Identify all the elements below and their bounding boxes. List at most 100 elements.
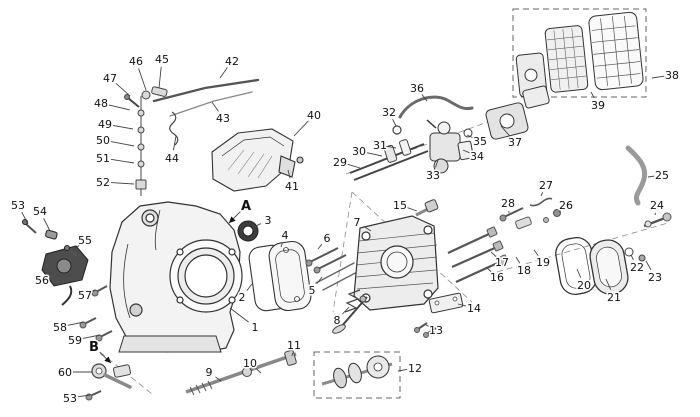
part-callout-42: 42: [219, 54, 241, 79]
leader-line: [112, 124, 134, 130]
governor-linkage: [124, 86, 179, 196]
part-callout-12: 12: [397, 361, 424, 377]
part-callout-18: 18: [516, 256, 533, 279]
part-callout-60: 60: [57, 365, 92, 381]
leader-line: [342, 306, 350, 315]
part-callout-40: 40: [293, 108, 323, 137]
leader-line: [576, 268, 582, 278]
leader-line: [590, 91, 595, 99]
leader-line: [630, 254, 634, 261]
plate-bolts: [414, 322, 437, 338]
leader-line: [540, 192, 544, 197]
part-callout-8: 8: [332, 306, 350, 329]
part-callout-36: 36: [409, 81, 428, 102]
arrowhead: [229, 216, 236, 223]
leader-line: [158, 66, 162, 89]
part-callout-38: 38: [651, 68, 681, 84]
part-callout-2: 2: [237, 283, 253, 306]
camshaft: [321, 355, 393, 389]
spark-plug: [415, 199, 439, 217]
part-callout-32: 32: [381, 105, 398, 127]
part-number: 55: [78, 234, 92, 247]
part-callout-9: 9: [204, 365, 222, 382]
intake-studs-and-gaskets: [349, 125, 429, 181]
part-number: 41: [285, 180, 299, 193]
leader-line: [397, 368, 408, 372]
part-callout-37: 37: [500, 125, 524, 151]
leader-line: [651, 75, 665, 79]
leader-line: [647, 175, 655, 178]
leader-line: [246, 283, 253, 291]
part-number: 51: [96, 152, 110, 165]
intake-elbow: [485, 85, 550, 140]
leader-line: [466, 134, 473, 139]
part-number: 29: [333, 156, 347, 169]
leader-line: [533, 249, 539, 256]
part-number: 27: [539, 179, 553, 192]
drain-bolts: [79, 285, 113, 401]
carburetor: [426, 119, 474, 174]
part-callout-45: 45: [154, 52, 171, 89]
part-number: 49: [98, 118, 112, 131]
part-number: 6: [324, 232, 331, 245]
crankcase: [109, 201, 243, 353]
leader-line: [211, 101, 219, 112]
part-number: 60: [58, 366, 72, 379]
part-number: 16: [490, 271, 504, 284]
part-callout-51: 51: [95, 151, 135, 167]
part-number: 38: [665, 69, 679, 82]
push-rods: [315, 262, 362, 291]
part-callout-17: 17: [490, 251, 511, 271]
part-callout-53: 53: [62, 391, 91, 407]
air-cleaner-cover: [588, 11, 644, 91]
air-cleaner-assembly: [515, 11, 644, 98]
crankcase-cover-and-gasket: [248, 240, 312, 312]
part-callout-56: 56: [34, 271, 53, 289]
part-callout-3: 3: [251, 213, 273, 229]
part-number: 56: [35, 274, 49, 287]
cover-washers: [624, 247, 646, 262]
leader-line: [293, 120, 309, 137]
cover-bolts: [305, 247, 347, 274]
part-callout-41: 41: [284, 169, 301, 195]
part-callout-19: 19: [533, 249, 552, 271]
part-number: 32: [382, 106, 396, 119]
leader-line: [490, 251, 497, 257]
air-cleaner-base: [515, 52, 548, 98]
cylinder-head-bolts: [447, 226, 509, 284]
part-number: 39: [591, 99, 605, 112]
part-callout-55: 55: [73, 233, 94, 251]
part-number: 52: [96, 176, 110, 189]
part-number: 23: [648, 271, 662, 284]
part-number: 40: [307, 109, 321, 122]
part-number: 53: [63, 392, 77, 405]
leader-line: [291, 352, 294, 357]
part-callout-52: 52: [95, 175, 135, 191]
leader-line: [219, 67, 228, 79]
leader-line: [110, 158, 135, 164]
part-callout-43: 43: [211, 101, 232, 127]
heat-shield: [211, 128, 304, 192]
part-callout-4: 4: [280, 228, 290, 248]
leader-line: [108, 104, 131, 111]
callout-layer: 1234567891011121314151617181920212223242…: [10, 52, 681, 407]
part-callout-31: 31: [372, 138, 397, 154]
leader-line: [110, 182, 135, 185]
leader-line: [435, 159, 439, 168]
part-number: 48: [94, 97, 108, 110]
part-callout-22: 22: [629, 254, 646, 276]
valve-cover-bolt: [643, 212, 672, 228]
part-callout-59: 59: [67, 333, 101, 349]
part-callout-1: 1: [229, 307, 260, 336]
guide-plate: [428, 292, 464, 314]
valve-cover: [589, 239, 629, 295]
leader-line: [347, 163, 361, 169]
part-number: 37: [508, 136, 522, 149]
leader-line: [366, 152, 383, 157]
part-number: 4: [282, 229, 289, 242]
part-callout-58: 58: [52, 320, 85, 336]
leader-line: [421, 94, 428, 102]
part-number: 26: [559, 199, 573, 212]
part-number: 50: [96, 134, 110, 147]
